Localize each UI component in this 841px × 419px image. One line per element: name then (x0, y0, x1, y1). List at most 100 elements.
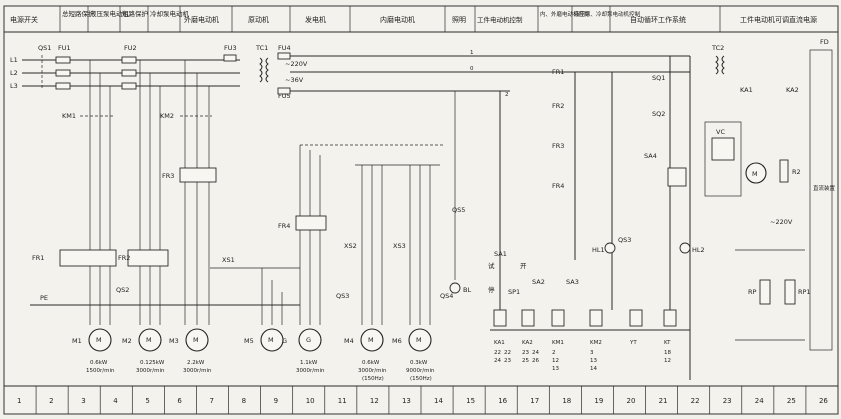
lamp-bl (449, 282, 461, 294)
label-qs5: QS5 (452, 206, 465, 214)
label-l2: L2 (10, 69, 18, 77)
label-sa4: SA4 (644, 152, 657, 160)
label-fr3-contact: FR3 (552, 142, 564, 150)
motor-symbols: MM10.6kW1500r/minMM20.125kW3000r/minMM32… (72, 328, 435, 382)
label-xs2: XS2 (344, 242, 357, 250)
contact-table-entry: 23 (504, 358, 511, 364)
label-220v-dc: ~220V (770, 218, 793, 226)
label-dc-device: 直流装置 (813, 184, 836, 192)
sheet-frame (3, 5, 839, 415)
header-power-switch: 电源开关 (10, 15, 38, 24)
header-short-protect: 短路保护 (122, 9, 148, 18)
label-fr2: FR2 (118, 254, 130, 262)
label-dc-motor: M (752, 170, 758, 178)
rectifier-frame (704, 121, 742, 197)
motor-speed: 3000r/min (183, 368, 212, 374)
label-fr1-contact: FR1 (552, 68, 564, 76)
label-fd: FD (820, 38, 829, 46)
label-220v: ~220V (285, 60, 308, 68)
contact-table-entry: 18 (664, 350, 671, 356)
header-grinding-motor-control: 内、外磨电动机控制 (540, 10, 590, 18)
dc-supply: TC2 VC M R2 ~220V FD 直流装置 KA1 KA2 RP RP1 (704, 38, 836, 351)
contact-table-entry: 23 (522, 350, 529, 356)
label-fu4: FU4 (278, 44, 291, 52)
pot-rp1 (784, 279, 796, 305)
label-xs1: XS1 (222, 256, 235, 264)
motor-letter: M (268, 336, 274, 344)
header-coolant-motor: 冷却泵电动机 (150, 9, 190, 18)
footer-column-number: 22 (691, 397, 700, 405)
contact-table-coil: KM1 (552, 340, 564, 346)
contact-table-coil: KA1 (494, 340, 505, 346)
motor-symbol (360, 328, 384, 352)
label-fu2: FU2 (124, 44, 137, 52)
contact-table-coil: YT (629, 340, 637, 346)
footer-column-number: 6 (177, 397, 182, 405)
label-tc1: TC1 (255, 44, 268, 52)
label-r2: R2 (792, 168, 801, 176)
lamp-hl2 (679, 242, 691, 254)
motor-symbol (88, 328, 112, 352)
coil-yt (629, 309, 643, 327)
label-hl1: HL1 (592, 246, 605, 254)
footer-column-number: 19 (594, 397, 603, 405)
contact-table-entry: 12 (552, 358, 559, 364)
header-hydraulic-motor: 液压泵电动机 (90, 9, 130, 18)
motor-speed: 3000r/min (296, 368, 325, 374)
control-circuit: SA1 试 停 开 SP1 SA2 SA3 FR1 FR2 FR3 FR4 SQ… (488, 56, 705, 380)
contact-table-entry: 22 (504, 350, 511, 356)
label-sa2: SA2 (532, 278, 545, 286)
fr3-box (179, 167, 217, 183)
motor-letter: M (146, 336, 152, 344)
label-rp1: RP1 (798, 288, 811, 296)
motor-power: 2.2kW (187, 360, 205, 366)
motor-name: M4 (344, 337, 354, 345)
label-qs3: QS3 (336, 292, 349, 300)
footer-column-number: 16 (498, 397, 507, 405)
label-fu3-top: FU3 (224, 44, 237, 52)
header-band: 电源开关 总短路保护 液压泵电动机 短路保护 冷却泵电动机 外磨电动机 原动机 … (4, 6, 838, 33)
fr2-box (127, 249, 169, 267)
motor-power: 1.1kW (300, 360, 318, 366)
label-xs3: XS3 (393, 242, 406, 250)
dc-motor (745, 162, 767, 184)
footer-column-number: 4 (113, 397, 118, 405)
coil-ka2 (521, 309, 535, 327)
footer-column-number: 24 (755, 397, 764, 405)
label-l1: L1 (10, 56, 18, 64)
transformer-tc1: TC1 FU4 ~220V ~36V FU5 1 0 2 (255, 44, 690, 100)
coil-km2 (589, 309, 603, 327)
label-kai: 开 (520, 262, 527, 270)
motor-name: M2 (122, 337, 132, 345)
footer-column-number: 13 (402, 397, 411, 405)
resistor-r2 (779, 159, 789, 183)
motor-name: M6 (392, 337, 402, 345)
footer-column-number: 15 (466, 397, 475, 405)
contact-table-entry: 13 (552, 366, 559, 372)
label-ka2-dc: KA2 (786, 86, 799, 94)
coil-ka1 (493, 309, 507, 327)
header-generator: 发电机 (305, 15, 326, 24)
label-fr3: FR3 (162, 172, 174, 180)
label-sp1: SP1 (508, 288, 520, 296)
contact-table-coil: KM2 (590, 340, 602, 346)
fr4-box (295, 215, 327, 231)
footer-column-number: 1 (17, 397, 21, 405)
header-dc-supply: 工件电动机可调直流电源 (740, 15, 817, 24)
label-l3: L3 (10, 82, 18, 90)
fd-device (809, 49, 833, 351)
footer-column-number: 9 (274, 397, 278, 405)
contact-table-entry: 13 (590, 358, 597, 364)
header-prime-mover: 原动机 (248, 15, 269, 24)
label-sa3: SA3 (566, 278, 579, 286)
header-auto-cycle: 自动循环工作系统 (630, 15, 686, 24)
label-ka1-dc: KA1 (740, 86, 753, 94)
motor-power: 0.6kW (362, 360, 380, 366)
label-qs2: QS2 (116, 286, 129, 294)
contact-table-coil: KT (664, 340, 671, 346)
contact-table-entry: 3 (590, 350, 594, 356)
motor-speed: 9000r/min (406, 368, 435, 374)
label-fr4-contact: FR4 (552, 182, 564, 190)
